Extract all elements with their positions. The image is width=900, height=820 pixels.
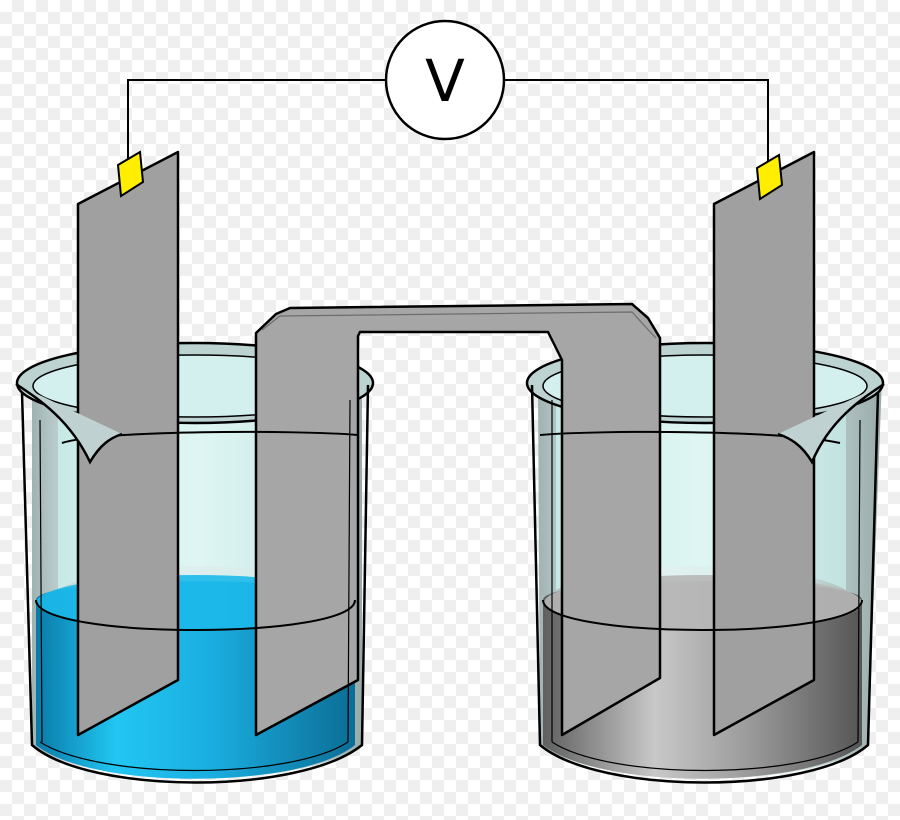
right-beaker-front <box>530 382 885 784</box>
voltmeter: V <box>384 19 506 141</box>
right-electrode <box>712 150 816 737</box>
electrode-plate-icon <box>76 150 180 737</box>
voltmeter-label: V <box>425 47 465 115</box>
connector-clip-icon <box>116 150 145 198</box>
connector-clip-icon <box>755 153 784 201</box>
left-electrode <box>76 150 180 737</box>
left-beaker-front <box>15 382 370 784</box>
voltmeter-icon <box>384 19 506 141</box>
salt-bridge-icon <box>254 302 662 737</box>
salt-bridge <box>254 302 662 737</box>
circuit-wire <box>127 79 769 170</box>
